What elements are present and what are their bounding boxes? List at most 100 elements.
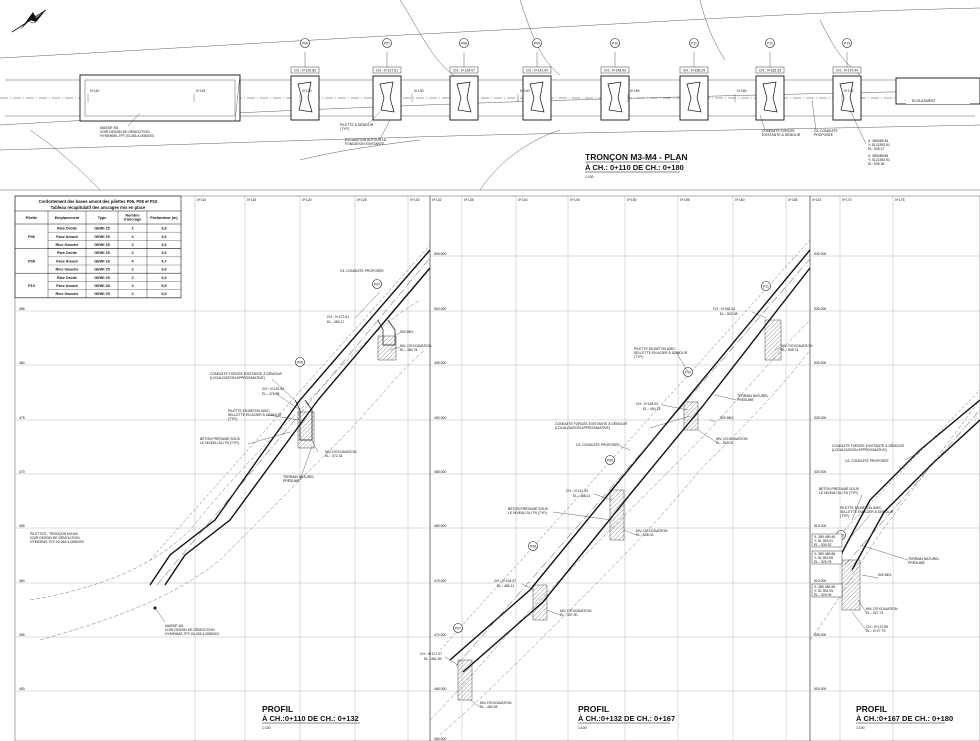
plan-station-label: 0+150 [630, 89, 640, 93]
table-cell: GEWI 28 [94, 284, 109, 288]
profile-elevation-label: 530.000 [814, 361, 826, 365]
table-cell: 2 [131, 251, 133, 255]
profile-1-subtitle: À CH.:0+110 DE CH.: 0+132 [262, 714, 359, 723]
table-pilette: P06 [28, 235, 35, 239]
anchor-table: Confortement des bases amont des pilette… [14, 195, 182, 299]
pier-bubble-label: P08 [530, 544, 536, 548]
pier-bubble-label: P07 [384, 41, 390, 45]
p1-bubble-p07: P07 [372, 279, 382, 289]
table-cell: GEWI 25 [94, 268, 109, 272]
profile-elevation-label: 460.000 [434, 737, 446, 741]
table-cell: GEWI 25 [94, 227, 109, 231]
table-cell: 5,5 [161, 284, 166, 288]
p2-p11-el: EL.: 502.08 [720, 312, 737, 316]
pier-chainage: CH.: 0+170.44 [836, 69, 858, 73]
p1-p06-ch: CH.: 0+120.83 [262, 387, 284, 391]
pier-bubble-label: P11 [763, 284, 769, 288]
profile-3-subtitle: À CH.:0+167 DE CH.: 0+180 [856, 714, 953, 723]
pier-bubble-p07: P07 [382, 38, 392, 48]
profile-2-title: PROFIL [578, 704, 609, 714]
profile-station-label: 0+160 [735, 198, 745, 202]
table-cell: Rive Gauche [55, 292, 78, 296]
profile-elevation-label: 525.000 [814, 416, 826, 420]
profile-elevation-label: 505.000 [434, 252, 446, 256]
profile-station-label: 0+145 [570, 198, 580, 202]
table-cell: 4 [131, 235, 134, 239]
p2-cl-conduite: C/L CONDUITE PROPOSÉE [576, 442, 621, 447]
profile-station-label: 0+155 [680, 198, 690, 202]
plan-station-label: 0+130 [414, 89, 424, 93]
table-cell: GEWI 25 [94, 251, 109, 255]
table-cell: 2 [131, 292, 133, 296]
profile-elevation-label: 465 [19, 524, 25, 528]
p2-conduite: CONDUITE FORCÉE EXISTANTE À DÉMOLIR(LOCA… [555, 421, 627, 430]
p1-conduite: CONDUITE FORCÉE EXISTANTE À DÉMOLIR(LOCA… [210, 371, 282, 380]
pier-bubble-label: P11 [691, 41, 697, 45]
table-cell: GEWI 25 [94, 243, 109, 247]
profile-elevation-label: 470 [19, 470, 25, 474]
table-cell: 2 [131, 243, 133, 247]
pier-chainage: CH.: 0+120.83 [294, 69, 316, 73]
profile-1-title: PROFIL [262, 704, 293, 714]
profile-elevation-label: 475.000 [434, 579, 446, 583]
table-cell: 4 [131, 284, 134, 288]
p1-500min: 500 MIN. [400, 330, 414, 334]
p2-p07-ch: CH.: 0+127.07 [420, 652, 442, 656]
table-cell: 3,0 [161, 268, 166, 272]
table-cell: 4,7 [161, 259, 166, 263]
profile-station-label: 0+130 [410, 198, 420, 202]
pier-bubble-label: P13 [844, 41, 850, 45]
pier-bubble-label: P12 [767, 41, 773, 45]
p2-p09-el: EL.: 488.11 [573, 494, 590, 498]
p2-bubble-p07: P07 [453, 623, 463, 633]
table-pilette: P10 [28, 284, 35, 288]
p3-cl-conduite: C/L CONDUITE PROPOSÉE [845, 458, 890, 463]
profile-elevation-label: 460 [19, 579, 25, 583]
profile-station-label: 0+115 [247, 198, 256, 202]
pier-chainage: CH.: 0+141.04 [526, 69, 548, 73]
table-cell: GEWI 25 [94, 292, 109, 296]
table-cell: Rive Gauche [55, 243, 78, 247]
table-cell: Face Amont [56, 235, 78, 239]
p2-p09-ch: CH.: 0+141.04 [566, 489, 588, 493]
p2-p08-el: EL.: 480.11 [497, 584, 514, 588]
p1-p07-el: EL.: 484.17 [327, 320, 344, 324]
plan-scale: 1:100 [585, 175, 594, 179]
profile-elevation-label: 465.000 [434, 687, 446, 691]
p1-cl-conduite: C/L CONDUITE PROPOSÉE [340, 268, 385, 273]
p2-bubble-p09: P09 [605, 455, 615, 465]
table-header: Profondeur (m) [150, 216, 178, 220]
pier-bubble-p13: P13 [842, 38, 852, 48]
pier-bubble-label: P08 [461, 41, 467, 45]
table-cell: GEWI 28 [94, 259, 109, 263]
pier-bubble-p09: P09 [532, 38, 542, 48]
profile-elevation-label: 505.000 [814, 633, 826, 637]
profile-2-subtitle: À CH.:0+132 DE CH.: 0+167 [578, 714, 675, 723]
p2-p10-ch: CH.: 0+148.03 [636, 402, 658, 406]
table-cell: 3,0 [161, 235, 166, 239]
plan-station-label: 0+140 [520, 89, 530, 93]
pier-chainage: CH.: 0+148.03 [604, 69, 626, 73]
table-cell: 2 [131, 276, 133, 280]
p2-bubble-p11: P11 [761, 281, 771, 291]
p2-p07-el: EL.: 481.59 [424, 657, 441, 661]
